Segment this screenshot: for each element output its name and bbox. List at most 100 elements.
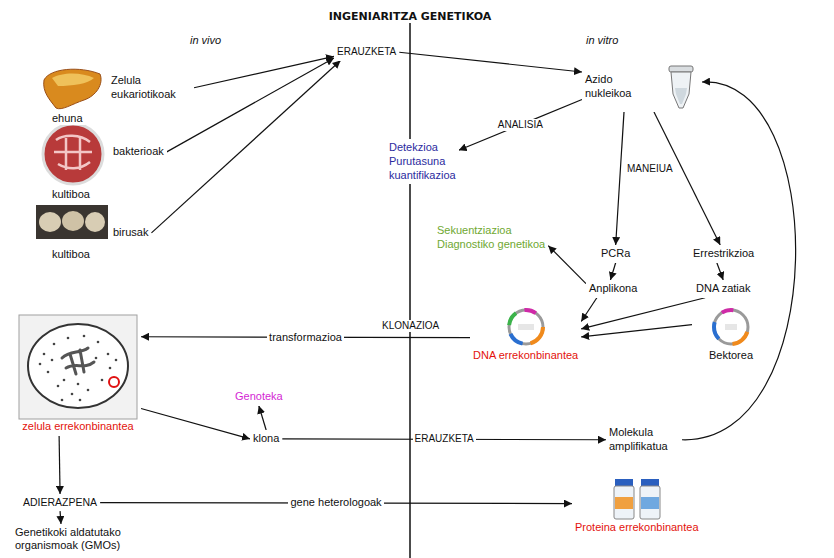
rect-shape (669, 66, 693, 72)
cell-picture (18, 314, 138, 420)
tube-picture (663, 64, 699, 110)
result-label: Genetikoki aldatutako organismoak (GMOs) (12, 524, 152, 554)
edge-label: ANALISIA (496, 119, 545, 131)
virus-culture-picture (36, 205, 108, 239)
connector (141, 409, 250, 439)
rect-shape (641, 497, 659, 509)
vivo-vitro-divider (409, 20, 411, 558)
circle-shape (714, 310, 748, 344)
nucleic-acid-node: Azido nukleikoa (582, 62, 702, 112)
path-shape (54, 136, 92, 170)
connector (548, 246, 586, 284)
circle-shape (101, 379, 104, 382)
protein-node: Proteina errekonbinantea (572, 473, 702, 537)
node-text: Zelula eukariotikoak (111, 74, 191, 102)
source-label: bakterioak (110, 143, 167, 161)
edge-label: gene heterologoak (288, 496, 383, 509)
circle-shape (509, 310, 543, 344)
connector (581, 325, 692, 337)
circle-shape (77, 383, 80, 386)
circle-shape (509, 310, 543, 344)
circle-shape (509, 310, 543, 344)
rect-shape (615, 479, 633, 486)
source-label: birusak (110, 224, 151, 242)
node-text: PCRa (601, 247, 630, 261)
circle-shape (97, 341, 100, 344)
plasmid1-picture (491, 305, 561, 349)
node-text: Errestrikzioa (693, 247, 754, 261)
diagram-title: INGENIARITZA GENETIKOA (325, 10, 496, 23)
circle-shape (115, 359, 118, 362)
rect-shape (36, 205, 108, 239)
node-text: ERAUZKETA (337, 46, 396, 59)
circle-shape (43, 353, 46, 356)
product-label: Anplikona (586, 280, 640, 298)
circle-shape (53, 343, 56, 346)
connector (399, 52, 582, 72)
step-label: KLONAZIOA (380, 320, 441, 332)
connector (194, 56, 334, 87)
plasmid-node: Bektorea (692, 303, 770, 365)
ellipse-shape (62, 211, 84, 231)
plasmid2-picture (695, 305, 767, 349)
path-shape (675, 88, 687, 104)
node-text: ADIERAZPENA (23, 496, 97, 509)
rect-shape (641, 479, 659, 486)
picture-caption: ehuna (50, 112, 85, 125)
analysis-list: DetekzioaPurutasunakuantifikazioa (386, 139, 459, 184)
ellipse-shape (28, 324, 128, 408)
ellipse-shape (39, 212, 61, 232)
circle-shape (109, 367, 112, 370)
rect-shape (640, 486, 660, 519)
node-text: bakterioak (113, 145, 164, 159)
source-label: Zelula eukariotikoak (108, 72, 194, 104)
clone-label: klona (250, 430, 282, 448)
connector (610, 263, 615, 280)
connector (581, 298, 597, 322)
circle-shape (714, 310, 748, 344)
node-text: birusak (113, 226, 148, 240)
node-text: Purutasuna (389, 155, 456, 169)
connector (58, 436, 60, 494)
node-text: Sekuentziazioa (437, 224, 545, 238)
connector (616, 112, 624, 245)
circle-shape (61, 399, 64, 402)
product-label: DNA zatiak (693, 280, 753, 298)
node-text: Azido nukleikoa (585, 73, 647, 101)
picture-caption: kultiboa (50, 248, 92, 261)
circle-shape (109, 377, 119, 387)
circle-shape (83, 335, 86, 338)
path-shape (52, 74, 94, 87)
product-label: Molekula amplifikatua (606, 424, 682, 456)
circle-shape (714, 310, 748, 344)
connector (654, 112, 720, 245)
rect-shape (518, 324, 534, 330)
circle-shape (51, 359, 54, 362)
connector (459, 100, 582, 151)
path-shape (62, 348, 94, 374)
node-text: Anplikona (589, 282, 637, 296)
plasmid-node: DNA errekonbinantea (470, 303, 581, 365)
rect-shape (615, 497, 633, 509)
node-text: kuantifikazioa (389, 169, 456, 183)
path-shape (671, 72, 691, 108)
node-text: klona (253, 432, 279, 446)
method-label: PCRa (598, 245, 633, 263)
circle-shape (509, 310, 543, 344)
connector (682, 82, 796, 440)
node-text: Genetikoki aldatutako organismoak (GMOs) (15, 526, 149, 552)
cell-node: zelula errekonbinantea (15, 312, 141, 436)
application-list: SekuentziazioaDiagnostiko genetikoa (434, 222, 548, 254)
g-shape (39, 335, 118, 402)
step-label: ERAUZKETA (334, 44, 399, 61)
circle-shape (63, 379, 66, 382)
library-label: Genoteka (232, 388, 286, 406)
vials-picture (605, 475, 669, 521)
node-text: Molekula amplifikatua (609, 426, 679, 454)
liver-picture (44, 69, 101, 109)
connector (59, 511, 61, 524)
node-text: DNA errekonbinantea (473, 349, 578, 363)
step-label: ADIERAZPENA (20, 494, 100, 511)
section-label: in vivo (188, 34, 223, 47)
petri-dish-picture (43, 124, 103, 184)
